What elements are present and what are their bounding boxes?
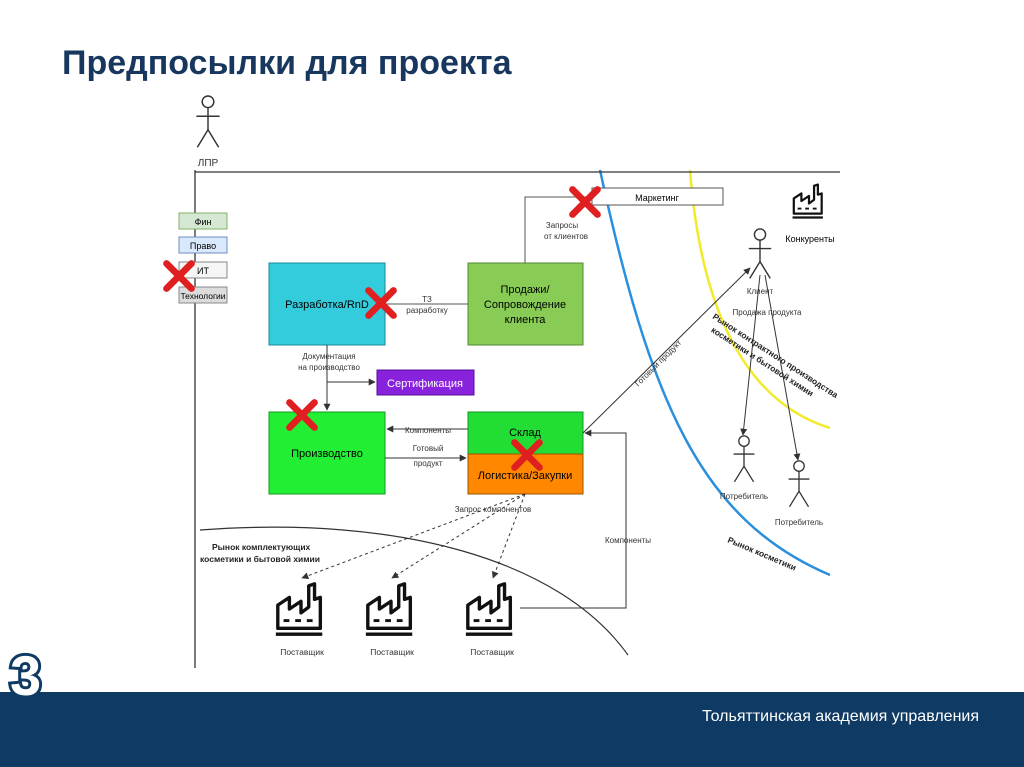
marketing-box[interactable]: Маркетинг — [591, 187, 724, 206]
page-number: 3 — [7, 644, 44, 707]
certification-box[interactable]: Сертификация — [376, 369, 475, 396]
svg-text:Производство: Производство — [291, 448, 363, 460]
svg-text:Готовый: Готовый — [413, 444, 444, 453]
svg-text:Документация: Документация — [302, 352, 355, 361]
supplier2-label: Поставщик — [370, 647, 414, 657]
svg-text:Рынок контрактного производств: Рынок контрактного производства — [711, 311, 840, 400]
footer-text: Тольяттинская академия управления — [702, 708, 979, 725]
supplier1-factory-icon — [274, 582, 324, 636]
svg-text:Логистика/Закупки: Логистика/Закупки — [478, 470, 573, 482]
lpr-label: ЛПР — [198, 158, 219, 169]
svg-text:косметики и бытовой химии: косметики и бытовой химии — [200, 554, 320, 564]
supplier3-label: Поставщик — [470, 647, 514, 657]
components-market-label: Рынок комплектующих — [212, 542, 311, 552]
contract-market-curve — [688, 169, 831, 430]
svg-text:Компоненты: Компоненты — [605, 536, 651, 545]
svg-text:Фин: Фин — [195, 217, 212, 227]
svg-text:Продажа продукта: Продажа продукта — [733, 308, 803, 317]
svg-text:Разработка/RnD: Разработка/RnD — [285, 299, 369, 311]
logistics-box[interactable]: Логистика/Закупки — [467, 453, 584, 495]
svg-text:Запрос компонентов: Запрос компонентов — [455, 505, 532, 514]
svg-text:разработку: разработку — [406, 306, 447, 315]
footer-bar: Тольяттинская академия управления — [0, 692, 1024, 767]
supplier2-factory-icon — [364, 582, 414, 636]
svg-text:косметики и бытовой химии: косметики и бытовой химии — [709, 325, 815, 399]
lpr-stick-figure-icon — [195, 95, 221, 148]
supplier1-label: Поставщик — [280, 647, 324, 657]
svg-text:Компоненты: Компоненты — [405, 426, 451, 435]
svg-text:продукт: продукт — [414, 459, 443, 468]
warehouse-box[interactable]: Склад — [467, 411, 584, 455]
svg-text:Запросы: Запросы — [546, 221, 579, 230]
svg-text:Сопровождение: Сопровождение — [484, 299, 566, 311]
svg-text:ИТ: ИТ — [197, 266, 209, 276]
svg-text:от клиентов: от клиентов — [544, 232, 588, 241]
svg-text:Право: Право — [190, 241, 216, 251]
department-law[interactable]: Право — [178, 236, 228, 254]
sales-box[interactable]: Продажи/ Сопровождение клиента — [467, 262, 584, 346]
svg-text:Маркетинг: Маркетинг — [635, 193, 679, 203]
svg-text:на производство: на производство — [298, 363, 360, 372]
client-label: Клиент — [747, 287, 774, 296]
consumer1-label: Потребитель — [720, 492, 768, 501]
svg-text:Склад: Склад — [509, 427, 541, 439]
svg-text:Продажи/: Продажи/ — [501, 284, 551, 296]
department-fin[interactable]: Фин — [178, 212, 228, 230]
consumer1-stick-figure-icon — [732, 435, 756, 483]
consumer2-label: Потребитель — [775, 518, 823, 527]
rnd-box[interactable]: Разработка/RnD — [268, 262, 386, 346]
client-stick-figure-icon — [748, 228, 772, 280]
competitors-label: Конкуренты — [785, 234, 834, 244]
components-market-curve — [199, 526, 629, 656]
svg-text:ТЗ: ТЗ — [422, 295, 432, 304]
department-technology[interactable]: Технологии — [178, 286, 228, 304]
cosmetics-market-curve — [598, 169, 831, 577]
supplier3-factory-icon — [464, 582, 514, 636]
consumer2-stick-figure-icon — [787, 460, 811, 508]
svg-text:Сертификация: Сертификация — [387, 378, 463, 390]
svg-text:Технологии: Технологии — [180, 291, 225, 301]
competitors-factory-icon — [791, 183, 825, 219]
slide-title: Предпосылки для проекта — [62, 44, 512, 82]
project-diagram: ЛПР Фин Право ИТ Технологии Маркетинг Ко… — [0, 95, 840, 668]
svg-text:клиента: клиента — [505, 314, 547, 326]
production-box[interactable]: Производство — [268, 411, 386, 495]
